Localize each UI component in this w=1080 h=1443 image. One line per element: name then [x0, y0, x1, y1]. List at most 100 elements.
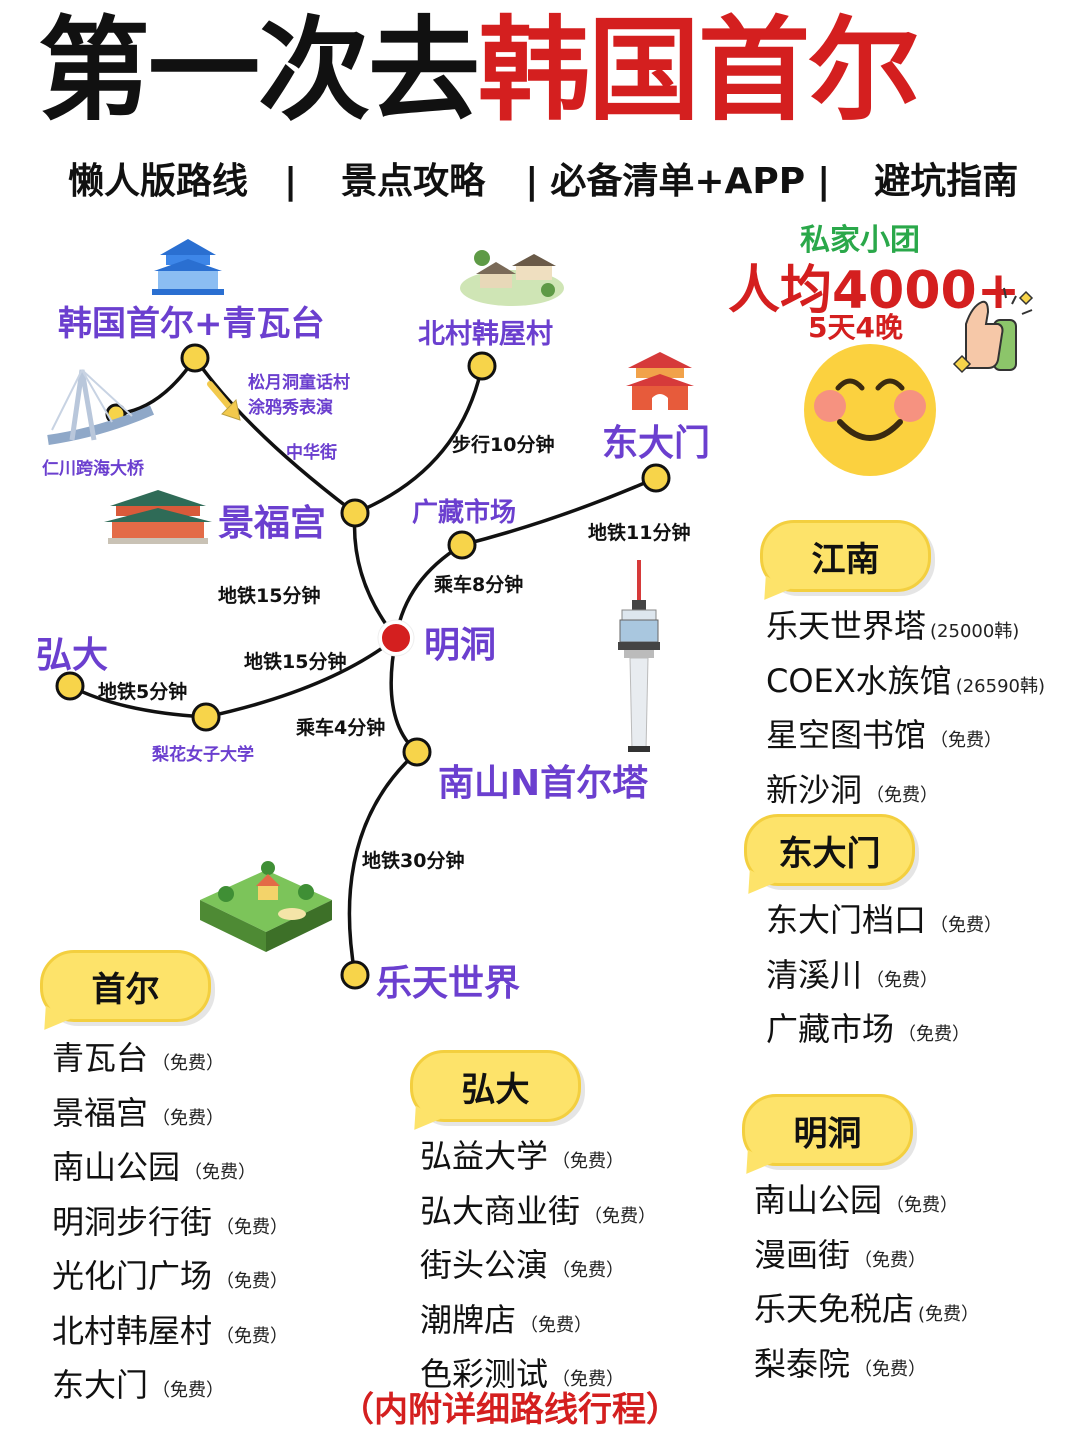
route-walk-10: 步行10分钟 — [452, 434, 555, 456]
item-note: （免费） — [854, 1249, 927, 1271]
subtitle-separator: | — [284, 161, 298, 202]
line-namsan-lotte — [347, 750, 419, 977]
node-myeongdong — [378, 620, 414, 656]
route-car-4: 乘车4分钟 — [296, 717, 386, 739]
item-name: 东大门 — [52, 1366, 149, 1404]
item-note: （免费） — [552, 1151, 625, 1172]
list-item: 梨泰院（免费） — [754, 1340, 979, 1395]
footer-note: （内附详细路线行程） — [340, 1390, 680, 1430]
list-item: 青瓦台（免费） — [52, 1034, 288, 1089]
list-item: 漫画街（免费） — [754, 1231, 979, 1286]
label-myeongdong: 明洞 — [424, 625, 497, 666]
label-songwol: 松月洞童话村 — [248, 373, 350, 393]
item-note: （免费） — [866, 784, 939, 806]
label-namsan: 南山N首尔塔 — [438, 763, 649, 804]
route-subway-5: 地铁5分钟 — [98, 681, 188, 703]
line-seoul-gyeongbok — [193, 356, 357, 515]
line-ewha-myeongdong — [204, 636, 398, 719]
gate-icon — [626, 352, 694, 410]
list-item: 清溪川（免费） — [766, 951, 1002, 1006]
list-item: 弘大商业街（免费） — [420, 1187, 656, 1242]
list-item: COEX水族馆(26590韩) — [766, 657, 1045, 712]
line-dongdaemun-gwangjang — [460, 476, 658, 547]
route-subway-15b: 地铁15分钟 — [244, 651, 347, 673]
label-lotte-world: 乐天世界 — [376, 963, 521, 1004]
item-note: （免费） — [152, 1380, 225, 1401]
item-note: （免费） — [886, 1195, 959, 1216]
item-note: （免费） — [898, 1024, 971, 1045]
item-note: （免费） — [866, 969, 939, 991]
item-note: （免费） — [552, 1369, 625, 1390]
list-item: 乐天世界塔(25000韩) — [766, 602, 1045, 657]
page-title: 第一次去韩国首尔 — [38, 9, 920, 133]
node-ewha — [191, 702, 221, 732]
route-subway-30: 地铁30分钟 — [362, 850, 465, 872]
label-bukchon: 北村韩屋村 — [418, 319, 553, 350]
list-dongdaemun: 东大门档口（免费） 清溪川（免费） 广藏市场（免费） — [766, 896, 1002, 1060]
subtitle-item-guide: 景点攻略 — [341, 161, 486, 202]
label-hongdae: 弘大 — [36, 635, 109, 676]
bridge-icon — [47, 369, 155, 445]
subtitle-item-route: 懒人版路线 — [68, 161, 249, 202]
item-name: 乐天世界塔 — [766, 607, 927, 645]
subtitle-item-tips: 避坑指南 — [874, 161, 1019, 202]
item-name: 北村韩屋村 — [52, 1311, 213, 1350]
item-note: （免费） — [930, 915, 1003, 936]
node-hongdae — [55, 671, 85, 701]
list-seoul: 青瓦台（免费） 景福宫（免费） 南山公园（免费） 明洞步行街（免费） 光化门广场… — [52, 1034, 288, 1416]
node-lotte-world — [340, 960, 370, 990]
item-note: （免费） — [520, 1314, 593, 1336]
item-name: 弘大商业街 — [420, 1191, 581, 1230]
list-item: 新沙洞（免费） — [766, 766, 1045, 821]
list-myeongdong: 南山公园（免费） 漫画街（免费） 乐天免税店(免费） 梨泰院（免费） — [754, 1176, 979, 1394]
node-gwangjang — [447, 530, 477, 560]
item-name: 街头公演 — [420, 1246, 549, 1284]
list-item: 弘益大学（免费） — [420, 1132, 656, 1187]
list-item: 南山公园（免费） — [52, 1143, 288, 1198]
list-item: 北村韩屋村（免费） — [52, 1307, 288, 1362]
label-dongdaemun: 东大门 — [602, 423, 711, 464]
item-name: 潮牌店 — [420, 1300, 517, 1339]
item-note: （免费） — [216, 1271, 289, 1292]
tower-icon — [618, 560, 660, 752]
item-note: (25000韩) — [930, 621, 1020, 642]
palace-icon — [104, 490, 212, 544]
line-gyeongbok-myeongdong — [352, 511, 398, 640]
label-incheon-bridge: 仁川跨海大桥 — [42, 459, 144, 479]
route-subway-15a: 地铁15分钟 — [218, 585, 321, 607]
title-part-2: 韩国首尔 — [478, 6, 920, 136]
route-nodes — [55, 343, 671, 990]
label-gyeongbokgung: 景福宫 — [218, 503, 327, 544]
item-name: 清溪川 — [766, 955, 863, 994]
list-item: 乐天免税店(免费） — [754, 1285, 979, 1340]
promo-days: 5天4晚 — [808, 311, 903, 344]
list-gangnam: 乐天世界塔(25000韩) COEX水族馆(26590韩) 星空图书馆（免费） … — [766, 602, 1045, 820]
list-item: 景福宫（免费） — [52, 1089, 288, 1144]
list-item: 潮牌店（免费） — [420, 1296, 656, 1351]
route-subway-11: 地铁11分钟 — [588, 522, 691, 544]
node-dongdaemun — [641, 463, 671, 493]
item-name: 乐天免税店 — [754, 1290, 915, 1328]
item-note: （免费） — [584, 1205, 657, 1227]
list-item: 星空图书馆（免费） — [766, 711, 1045, 766]
item-note: (免费） — [918, 1304, 980, 1325]
thumbs-up-icon — [952, 287, 1034, 374]
subtitle-bar: 懒人版路线|景点攻略|必备清单+APP|避坑指南 — [68, 152, 1018, 204]
promo-tag: 私家小团 — [800, 223, 920, 258]
line-incheon-seoul — [114, 356, 197, 416]
item-name: 南山公园 — [754, 1181, 883, 1219]
item-note: （免费） — [152, 1107, 225, 1129]
list-item: 南山公园（免费） — [754, 1176, 979, 1231]
section-header-seoul: 首尔 — [40, 950, 211, 1022]
item-name: 漫画街 — [754, 1235, 851, 1274]
item-name: 色彩测试 — [420, 1355, 549, 1393]
list-item: 广藏市场（免费） — [766, 1005, 1002, 1060]
list-item: 色彩测试（免费） — [420, 1350, 656, 1405]
hanok-village-icon — [460, 250, 564, 306]
item-note: （免费） — [184, 1162, 257, 1183]
node-seoul — [180, 343, 210, 373]
blue-house-icon — [152, 239, 224, 295]
subtitle-separator: | — [525, 161, 539, 202]
arrow-icon — [207, 381, 241, 421]
